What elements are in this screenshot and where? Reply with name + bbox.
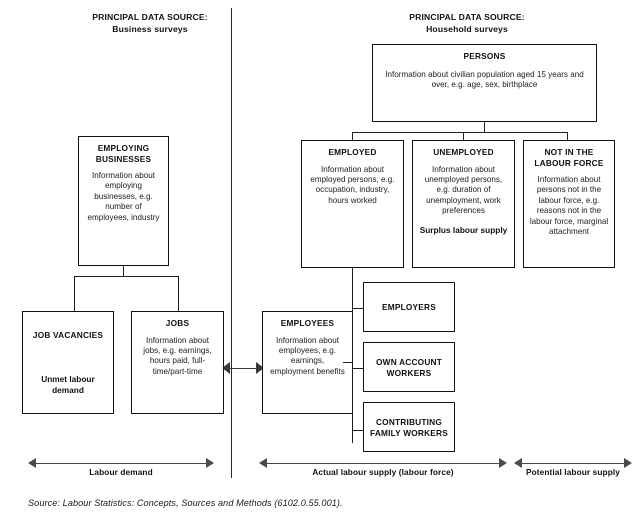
arrow-head-left-icon (28, 458, 36, 468)
measure-actual-labour-supply: Actual labour supply (labour force) (259, 458, 507, 480)
right-column-heading-line1: PRINCIPAL DATA SOURCE: (409, 12, 525, 22)
measure-labour-demand: Labour demand (28, 458, 214, 480)
box-employed-title: EMPLOYED (328, 147, 377, 157)
central-divider (231, 8, 233, 478)
box-contributing-family-workers: CONTRIBUTING FAMILY WORKERS (363, 402, 455, 452)
arrow-jobs-employees (222, 362, 264, 374)
connector-persons-to-nilf (567, 132, 569, 141)
box-unemployed-body: Information about unemployed persons, e.… (424, 164, 503, 216)
box-own-account-workers-title: OWN ACCOUNT WORKERS (376, 357, 442, 378)
arrow-head-right-icon (624, 458, 632, 468)
box-employing-businesses-title: EMPLOYING BUSINESSES (95, 143, 152, 164)
box-employers: EMPLOYERS (363, 282, 455, 332)
box-employed: EMPLOYED Information about employed pers… (301, 140, 404, 268)
box-jobs: JOBS Information about jobs, e.g. earnin… (131, 311, 224, 414)
measure-actual-labour-supply-label: Actual labour supply (labour force) (312, 467, 454, 477)
box-contributing-family-workers-title: CONTRIBUTING FAMILY WORKERS (370, 417, 448, 438)
arrow-head-right-icon (206, 458, 214, 468)
box-jobs-body: Information about jobs, e.g. earnings, h… (143, 335, 212, 376)
box-job-vacancies: JOB VACANCIES Unmet labour demand (22, 311, 114, 414)
box-own-account-workers: OWN ACCOUNT WORKERS (363, 342, 455, 392)
connector-eb-bus (74, 276, 179, 278)
box-job-vacancies-title: JOB VACANCIES (32, 329, 104, 340)
measure-potential-labour-supply: Potential labour supply (514, 458, 632, 480)
connector-eb-stem (123, 266, 125, 277)
connector-eb-to-job-vacancies (74, 276, 76, 312)
connector-persons-bus (352, 132, 568, 134)
left-column-heading: PRINCIPAL DATA SOURCE: Business surveys (60, 12, 240, 35)
right-column-heading: PRINCIPAL DATA SOURCE: Household surveys (367, 12, 567, 35)
connector-spine-to-employers (352, 308, 364, 310)
right-column-heading-line2: Household surveys (426, 23, 508, 34)
arrow-shaft (520, 463, 626, 465)
box-persons: PERSONS Information about civilian popul… (372, 44, 597, 122)
left-column-heading-line2: Business surveys (112, 23, 188, 34)
box-not-in-labour-force-title: NOT IN THE LABOUR FORCE (534, 147, 604, 168)
left-column-heading-line1: PRINCIPAL DATA SOURCE: (92, 12, 208, 22)
connector-persons-to-unemployed (463, 132, 465, 141)
connector-persons-to-employed (352, 132, 354, 141)
arrow-head-left-icon (259, 458, 267, 468)
connector-persons-stem (484, 122, 486, 133)
measure-labour-demand-label: Labour demand (89, 467, 153, 477)
box-not-in-labour-force-body: Information about persons not in the lab… (529, 175, 609, 237)
arrow-shaft (34, 463, 208, 465)
box-employing-businesses-body: Information about employing businesses, … (87, 171, 160, 222)
arrow-head-left-icon (514, 458, 522, 468)
connector-spine-to-own-account (352, 368, 364, 370)
arrow-head-left-icon (222, 362, 230, 374)
source-note: Source: Labour Statistics: Concepts, Sou… (28, 498, 343, 508)
box-job-vacancies-emphasis: Unmet labour demand (41, 374, 95, 395)
box-employees: EMPLOYEES Information about employees, e… (262, 311, 353, 414)
measure-potential-labour-supply-label: Potential labour supply (525, 467, 621, 477)
connector-eb-to-jobs (178, 276, 180, 312)
arrow-head-right-icon (499, 458, 507, 468)
box-employing-businesses: EMPLOYING BUSINESSES Information about e… (78, 136, 169, 266)
arrow-head-right-icon (256, 362, 264, 374)
arrow-shaft (229, 367, 257, 369)
connector-spine-to-employees (343, 362, 353, 364)
box-employees-body: Information about employees, e.g. earnin… (270, 335, 345, 376)
box-employed-body: Information about employed persons, e.g.… (310, 164, 395, 205)
box-persons-title: PERSONS (463, 51, 506, 61)
connector-spine-to-contributing (352, 430, 364, 432)
box-employees-title: EMPLOYEES (280, 318, 335, 328)
box-unemployed: UNEMPLOYED Information about unemployed … (412, 140, 515, 268)
arrow-shaft (265, 463, 501, 465)
box-jobs-title: JOBS (165, 318, 190, 328)
box-unemployed-title: UNEMPLOYED (433, 147, 494, 157)
connector-employed-spine (352, 268, 354, 443)
box-employers-title: EMPLOYERS (382, 302, 436, 313)
box-not-in-labour-force: NOT IN THE LABOUR FORCE Information abou… (523, 140, 615, 268)
box-unemployed-emphasis: Surplus labour supply (419, 224, 508, 235)
box-persons-body: Information about civilian population ag… (385, 69, 584, 89)
